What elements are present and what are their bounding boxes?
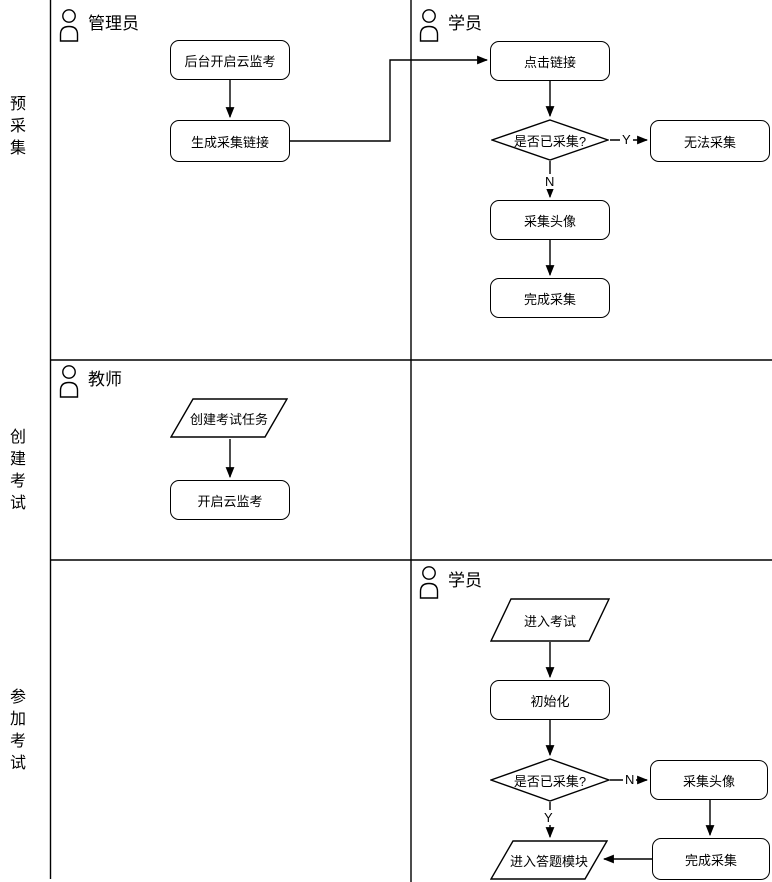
edge-label-no-1: N [543, 174, 557, 189]
person-icon [58, 364, 80, 403]
node-label: 进入答题模块 [509, 853, 588, 869]
node-backend-enable-proctor: 后台开启云监考 [170, 40, 290, 80]
node-label: 完成采集 [684, 852, 737, 868]
lane-header-label: 管理员 [88, 14, 139, 33]
node-label: 完成采集 [523, 291, 576, 307]
node-label: 初始化 [530, 693, 570, 709]
node-collect-avatar-2: 采集头像 [650, 760, 768, 800]
edge-label-yes-1: Y [620, 132, 633, 147]
lane-header-student-1: 学员 [418, 8, 482, 47]
node-generate-collect-link: 生成采集链接 [170, 120, 290, 162]
node-cannot-collect: 无法采集 [650, 120, 770, 162]
row-label-create-exam: 创建考试 [7, 428, 24, 516]
person-icon [58, 8, 80, 47]
lane-header-teacher: 教师 [58, 364, 122, 403]
lane-header-label: 教师 [88, 370, 122, 389]
node-label: 采集头像 [523, 213, 576, 229]
row-label-precollect: 预采集 [7, 95, 24, 161]
person-icon [418, 8, 440, 47]
row-label-take-exam: 参加考试 [7, 688, 24, 776]
node-initialize: 初始化 [490, 680, 610, 720]
node-label: 生成采集链接 [190, 134, 269, 150]
node-enable-cloud-proctor: 开启云监考 [170, 480, 290, 520]
lane-header-label: 学员 [448, 571, 482, 590]
connectors [225, 55, 715, 864]
swimlane-borders [49, 0, 772, 882]
node-enter-answer-module: 进入答题模块 [490, 840, 608, 880]
edge-label-no-2: N [623, 772, 637, 787]
node-create-exam-task: 创建考试任务 [170, 398, 288, 438]
node-finish-collect-1: 完成采集 [490, 278, 610, 318]
lane-header-admin: 管理员 [58, 8, 139, 47]
lane-header-student-2: 学员 [418, 565, 482, 604]
node-label: 是否已采集? [513, 773, 587, 789]
person-icon [418, 565, 440, 604]
lane-header-label: 学员 [448, 14, 482, 33]
edge-label-yes-2: Y [542, 810, 555, 825]
node-label: 进入考试 [523, 613, 576, 629]
node-enter-exam: 进入考试 [490, 598, 610, 642]
node-label: 是否已采集? [513, 133, 587, 149]
node-label: 开启云监考 [197, 493, 263, 509]
node-label: 创建考试任务 [189, 411, 268, 427]
node-label: 无法采集 [683, 134, 736, 150]
node-label: 采集头像 [682, 773, 735, 789]
node-label: 后台开启云监考 [184, 53, 276, 69]
node-label: 点击链接 [523, 54, 576, 70]
node-collect-avatar-1: 采集头像 [490, 200, 610, 240]
decision-is-collected-2: 是否已采集? [490, 758, 610, 802]
decision-is-collected-1: 是否已采集? [491, 119, 609, 161]
arrow-link-to-click [290, 55, 489, 142]
node-click-link: 点击链接 [490, 41, 610, 81]
node-finish-collect-2: 完成采集 [652, 838, 770, 880]
